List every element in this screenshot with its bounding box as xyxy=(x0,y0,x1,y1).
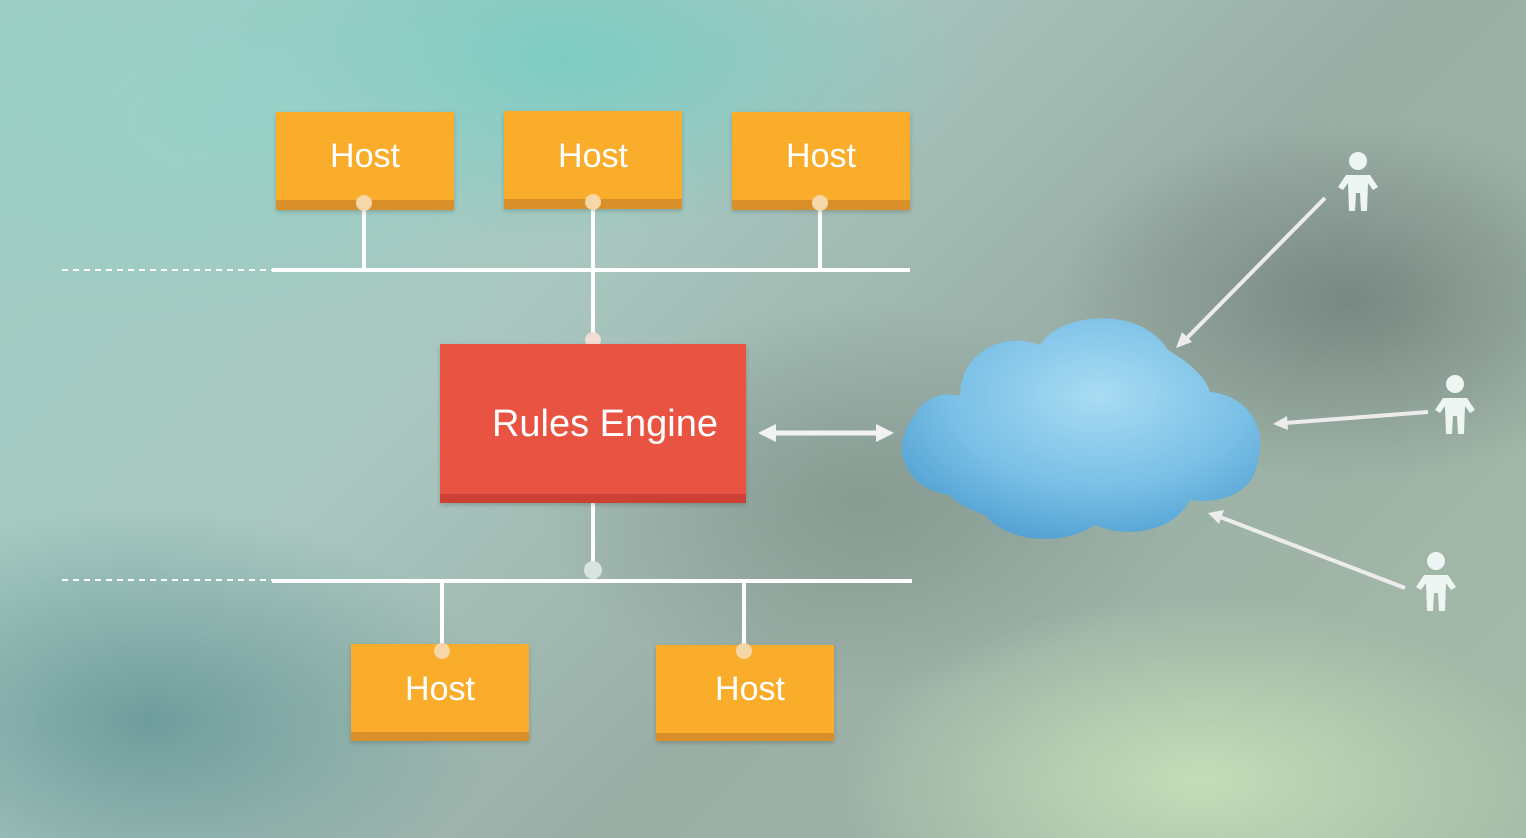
host-node-1: Host xyxy=(276,112,454,210)
host-node-3: Host xyxy=(732,112,910,210)
host-node-4: Host xyxy=(351,644,529,741)
rules-engine-label: Rules Engine xyxy=(492,403,718,445)
user-arrow-3 xyxy=(1208,510,1406,590)
person-icon xyxy=(1338,152,1378,211)
host-label: Host xyxy=(405,670,475,708)
connector-dot xyxy=(812,195,828,211)
person-icon xyxy=(1416,552,1456,611)
host-label: Host xyxy=(330,137,400,175)
user-arrow-2 xyxy=(1273,410,1429,430)
host-label: Host xyxy=(786,137,856,175)
connector-dot xyxy=(434,643,450,659)
connector-dot xyxy=(356,195,372,211)
connector-dot xyxy=(584,561,602,579)
person-icon xyxy=(1435,375,1475,434)
double-arrow xyxy=(758,424,894,442)
connector-dot xyxy=(736,643,752,659)
host-label: Host xyxy=(715,670,785,708)
rules-engine-node: Rules Engine xyxy=(440,344,746,503)
host-node-5: Host xyxy=(656,645,834,741)
connector-dot xyxy=(585,194,601,210)
host-label: Host xyxy=(558,137,628,175)
user-arrow-1 xyxy=(1176,196,1327,348)
host-node-2: Host xyxy=(504,111,682,209)
cloud-icon xyxy=(902,318,1261,539)
